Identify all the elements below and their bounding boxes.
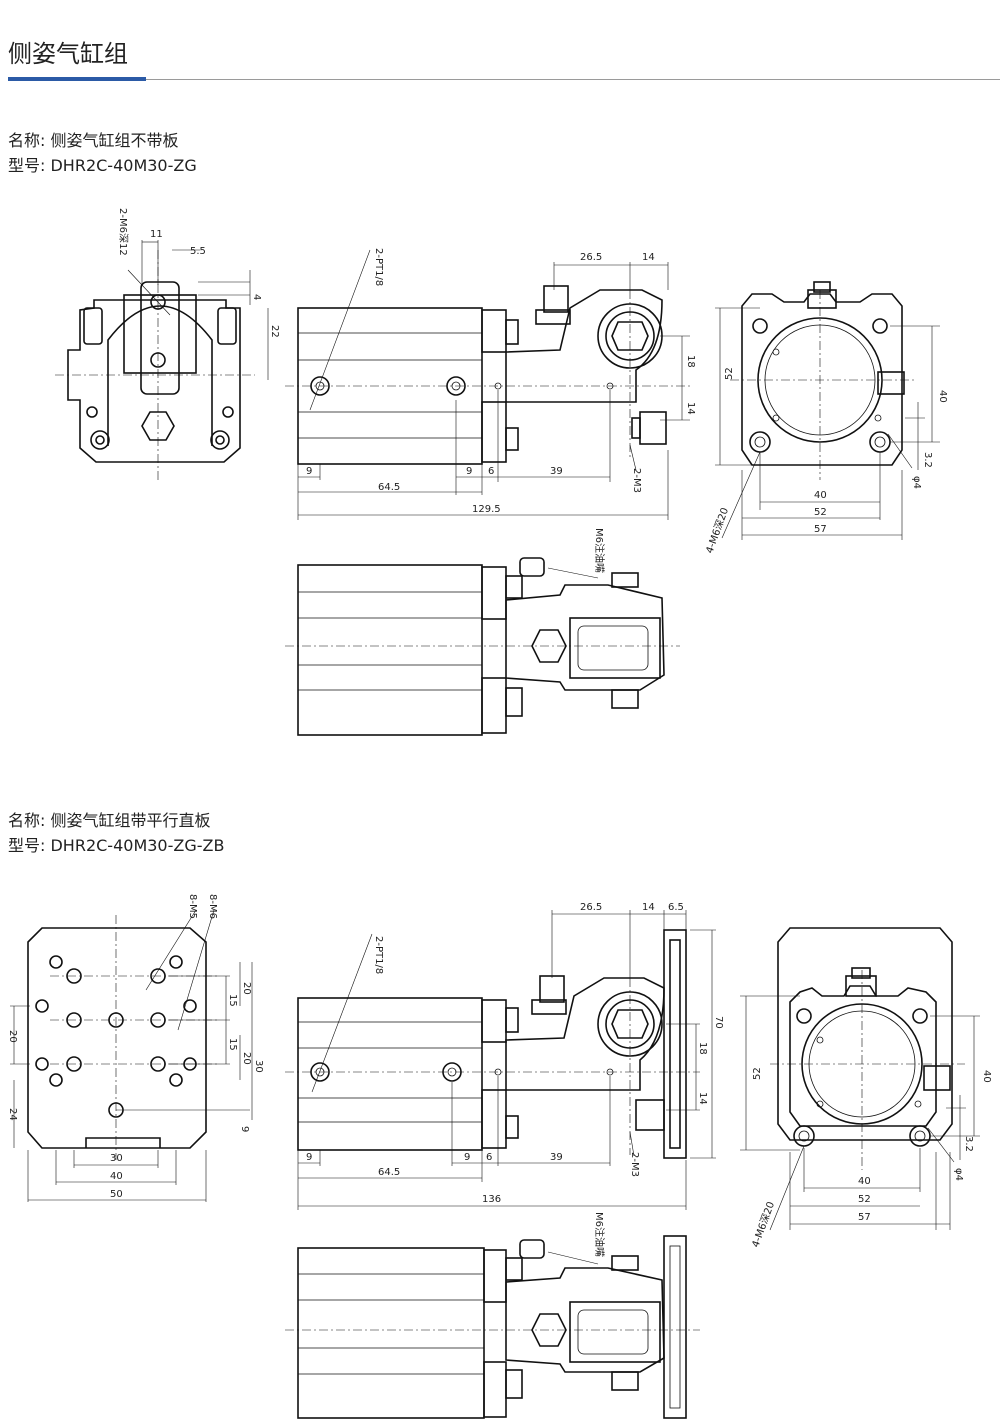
left-end-view: 11 5.5 4 22 2-M6深12 [55, 208, 280, 480]
side-view: 9 64.5 9 6 39 129.5 26.5 14 18 14 2-PT1/… [285, 248, 696, 520]
dim-9a: 9 [306, 466, 312, 477]
dim-40-vertical: 40 [937, 390, 948, 403]
dim-39: 39 [550, 466, 563, 477]
dim-26.5: 26.5 [580, 252, 602, 263]
dim-5.5: 5.5 [190, 246, 206, 257]
top-view-with-plate: M6注油嘴 [285, 1212, 700, 1419]
right-end-view: 52 40 3.2 φ4 40 52 57 4-M6深20 [704, 281, 948, 555]
dim-52-vertical: 52 [724, 367, 735, 380]
dim-22: 22 [269, 325, 280, 338]
page-title: 侧姿气缸组 [8, 40, 128, 68]
dim-40-vertical: 40 [981, 1070, 992, 1083]
dim-14-top: 14 [642, 902, 655, 913]
dim-20b: 20 [241, 1052, 252, 1065]
dim-26.5: 26.5 [580, 902, 602, 913]
dim-3.2: 3.2 [922, 452, 933, 468]
grease-nipple-callout: M6注油嘴 [593, 1212, 606, 1257]
dim-18: 18 [697, 1042, 708, 1055]
dim-phi4: φ4 [953, 1168, 964, 1181]
dim-30-vertical: 30 [253, 1060, 264, 1073]
dim-50: 50 [110, 1189, 123, 1200]
header-accent-bar [8, 77, 146, 81]
dim-14-side: 14 [685, 402, 696, 415]
dim-18: 18 [685, 355, 696, 368]
dim-phi4: φ4 [911, 476, 922, 489]
dim-9b: 9 [464, 1152, 470, 1163]
dim-9a: 9 [306, 1152, 312, 1163]
thread-8-M6: 8-M6 [207, 894, 218, 919]
dim-70: 70 [713, 1016, 724, 1029]
spec-block-2: 名称: 侧姿气缸组带平行直板 型号: DHR2C-40M30-ZG-ZB [8, 808, 224, 858]
name-label: 名称: [8, 811, 51, 830]
dim-15a: 15 [227, 994, 238, 1007]
dim-64.5: 64.5 [378, 482, 400, 493]
name-label: 名称: [8, 131, 51, 150]
dim-39: 39 [550, 1152, 563, 1163]
dim-40-horizontal: 40 [110, 1171, 123, 1182]
dim-52-vertical: 52 [752, 1067, 763, 1080]
dim-6.5: 6.5 [668, 902, 684, 913]
dim-24: 24 [7, 1108, 18, 1121]
dim-11: 11 [150, 229, 163, 240]
dim-3.2: 3.2 [963, 1136, 974, 1152]
thread-callout-right: 4-M6深20 [704, 506, 732, 555]
plate-front-view: 8-M5 8-M6 15 20 15 20 30 9 20 24 30 40 5… [7, 894, 264, 1202]
dim-52-horizontal: 52 [814, 507, 827, 518]
dim-30-horizontal: 30 [110, 1153, 123, 1164]
drawing-with-plate: 8-M5 8-M6 15 20 15 20 30 9 20 24 30 40 5… [7, 894, 992, 1419]
grease-nipple-callout: M6注油嘴 [593, 528, 606, 573]
dim-57: 57 [858, 1212, 871, 1223]
thread-callout-left: 2-M6深12 [117, 208, 129, 256]
dim-57: 57 [814, 524, 827, 535]
dim-129.5: 129.5 [472, 504, 501, 515]
model-label: 型号: [8, 836, 51, 855]
model-label: 型号: [8, 156, 51, 175]
dim-4: 4 [251, 294, 262, 300]
dim-40-bottom: 40 [858, 1176, 871, 1187]
dim-64.5: 64.5 [378, 1167, 400, 1178]
dim-6: 6 [488, 466, 494, 477]
thread-m3: 2-M3 [629, 1152, 640, 1177]
dim-9: 9 [239, 1126, 250, 1132]
dim-6: 6 [486, 1152, 492, 1163]
dim-20-left: 20 [7, 1030, 18, 1043]
model-number: DHR2C-40M30-ZG-ZB [50, 836, 225, 855]
drawing-without-plate: 11 5.5 4 22 2-M6深12 [55, 208, 948, 736]
dim-136: 136 [482, 1194, 501, 1205]
dim-9b: 9 [466, 466, 472, 477]
spec-block-1: 名称: 侧姿气缸组不带板 型号: DHR2C-40M30-ZG [8, 128, 197, 178]
port-callout: 2-PT1/8 [373, 248, 384, 286]
product-name: 侧姿气缸组不带板 [50, 131, 179, 150]
dim-15b: 15 [227, 1038, 238, 1051]
product-name: 侧姿气缸组带平行直板 [50, 811, 211, 830]
thread-8-M5: 8-M5 [187, 894, 198, 919]
dim-40-horizontal: 40 [814, 490, 827, 501]
dim-20a: 20 [241, 982, 252, 995]
side-view-with-plate: 9 64.5 9 6 39 136 26.5 14 6.5 70 18 14 2… [285, 902, 724, 1210]
thread-m3: 2-M3 [631, 468, 642, 493]
top-view: M6注油嘴 [285, 528, 680, 736]
thread-callout-right: 4-M6深20 [750, 1200, 778, 1249]
header-divider [8, 79, 1000, 80]
model-number: DHR2C-40M30-ZG [50, 156, 197, 175]
dim-52-bottom: 52 [858, 1194, 871, 1205]
right-end-view-with-plate: 52 40 3.2 φ4 40 52 57 4-M6深20 [740, 927, 992, 1249]
dim-14-top: 14 [642, 252, 655, 263]
dim-14-side: 14 [697, 1092, 708, 1105]
port-callout: 2-PT1/8 [373, 936, 384, 974]
